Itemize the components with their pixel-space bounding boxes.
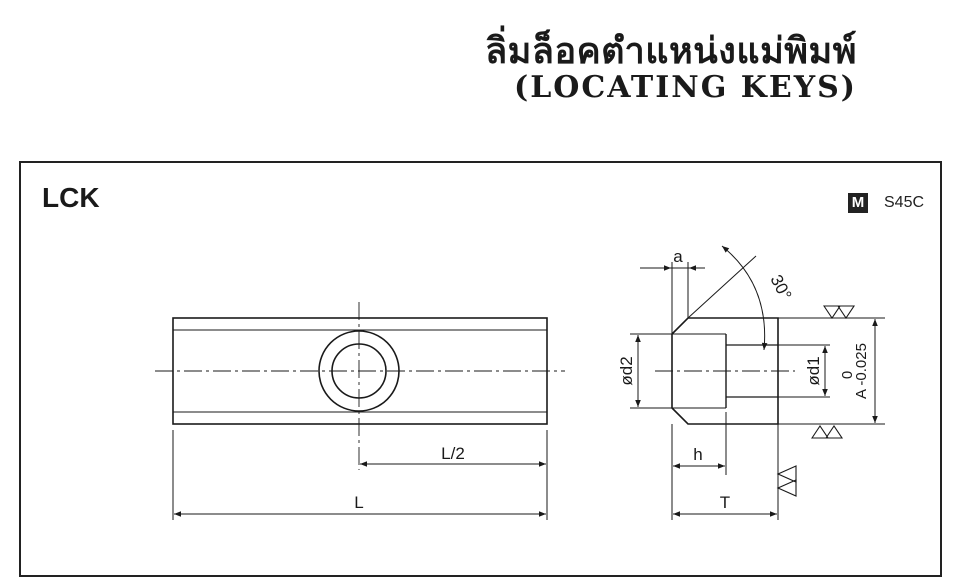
label-tolerance-upper: 0 <box>839 371 856 379</box>
label-tolerance-lower: A -0.025 <box>853 343 870 399</box>
front-view <box>155 302 565 520</box>
surface-finish-bottom <box>810 425 844 439</box>
drawing-frame <box>19 161 942 577</box>
label-t: T <box>720 493 730 512</box>
label-length: L <box>354 493 363 512</box>
label-d2: ød2 <box>617 356 636 385</box>
label-d1: ød1 <box>804 356 823 385</box>
label-h: h <box>693 445 702 464</box>
material-grade: S45C <box>884 194 925 211</box>
page-title-english: (LOCATING KEYS) <box>514 70 857 105</box>
label-a: a <box>673 247 683 266</box>
surface-finish-top <box>822 305 856 319</box>
material-badge: M <box>848 193 868 213</box>
side-view <box>630 245 885 520</box>
page-title-thai: ลิ่มล็อคตำแหน่งแม่พิมพ์ <box>485 31 857 72</box>
label-angle: 30° <box>766 272 795 304</box>
label-half-length: L/2 <box>441 444 465 463</box>
angle-arc <box>721 245 768 351</box>
chamfer-angle-line <box>687 255 757 319</box>
product-code: LCK <box>42 182 100 213</box>
surface-finish-right <box>776 465 797 497</box>
